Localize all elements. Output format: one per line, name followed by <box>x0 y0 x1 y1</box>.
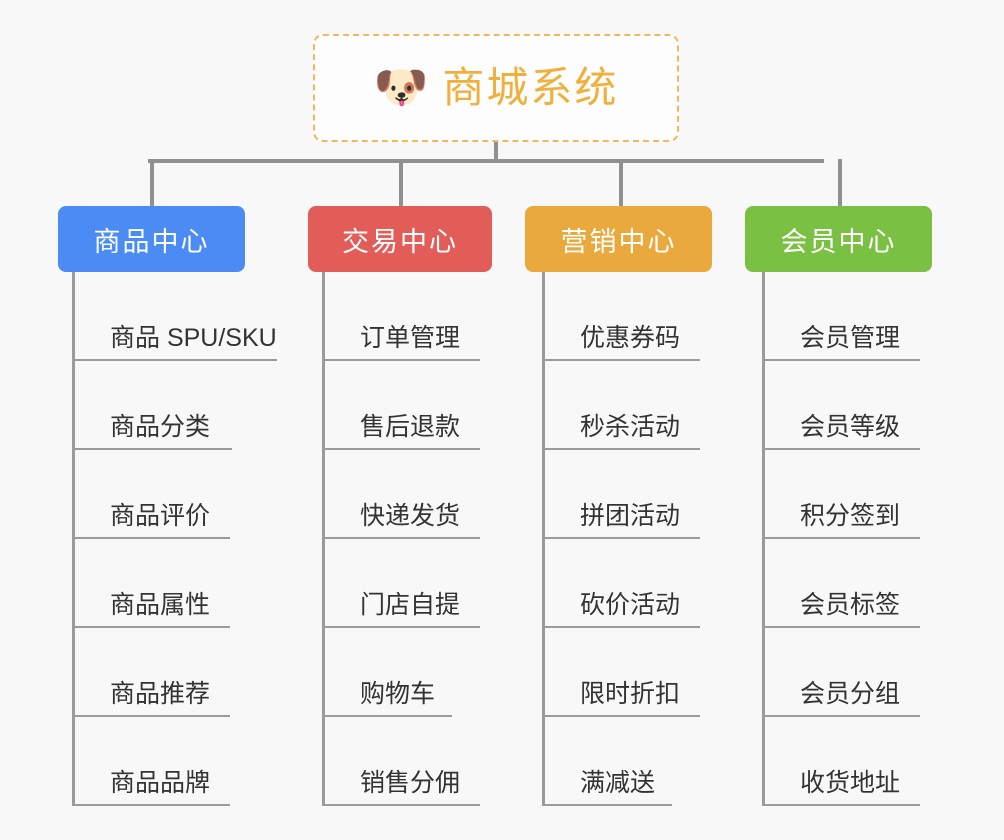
leaf-item[interactable]: 快递发货 <box>322 450 480 539</box>
leaf-item-label: 会员等级 <box>800 413 901 441</box>
category-title-product-center: 商品中心 <box>93 226 210 257</box>
leaf-item[interactable]: 商品分类 <box>72 361 232 450</box>
column-spine-marketing-center <box>542 272 545 806</box>
category-box-product-center[interactable]: 商品中心 <box>58 206 245 272</box>
leaf-item-label: 积分签到 <box>800 502 901 530</box>
shiba-dog-face-icon: 🐶 <box>373 63 429 112</box>
leaf-item[interactable]: 限时折扣 <box>542 628 700 717</box>
column-spine-trade-center <box>322 272 325 806</box>
root-node-mall-system[interactable]: 🐶 商城系统 <box>313 34 679 142</box>
leaf-item[interactable]: 商品推荐 <box>72 628 230 717</box>
leaf-item-label: 售后退款 <box>360 413 461 441</box>
leaf-item-label: 快递发货 <box>360 502 461 530</box>
column-spine-product-center <box>72 272 75 806</box>
leaf-item-label: 会员分组 <box>800 680 901 708</box>
category-title-trade-center: 交易中心 <box>342 226 458 257</box>
leaf-item-label: 会员标签 <box>800 591 901 619</box>
connector-drop-marketing-center <box>619 159 623 206</box>
column-spine-member-center <box>762 272 765 806</box>
leaf-item-label: 砍价活动 <box>580 591 681 619</box>
leaf-item-label: 商品评价 <box>110 502 211 530</box>
connector-drop-member-center <box>838 159 842 206</box>
leaf-item[interactable]: 订单管理 <box>322 272 480 361</box>
leaf-item[interactable]: 拼团活动 <box>542 450 700 539</box>
leaf-item[interactable]: 商品品牌 <box>72 717 230 806</box>
leaf-item-label: 商品属性 <box>110 591 211 619</box>
leaf-item-label: 秒杀活动 <box>580 413 681 441</box>
root-node-title: 商城系统 <box>442 64 619 111</box>
leaf-item[interactable]: 商品 SPU/SKU <box>72 272 277 361</box>
category-title-member-center: 会员中心 <box>780 226 897 257</box>
leaf-item[interactable]: 积分签到 <box>762 450 920 539</box>
leaf-item-label: 门店自提 <box>360 591 461 619</box>
leaf-item-label: 商品分类 <box>110 413 211 441</box>
leaf-item[interactable]: 门店自提 <box>322 539 480 628</box>
leaf-item[interactable]: 满减送 <box>542 717 672 806</box>
leaf-item-label: 收货地址 <box>800 769 901 797</box>
connector-drop-product-center <box>150 159 154 206</box>
leaf-item-label: 满减送 <box>580 769 656 797</box>
leaf-item[interactable]: 优惠券码 <box>542 272 700 361</box>
leaf-item-label: 订单管理 <box>360 324 461 352</box>
leaf-item-label: 商品 SPU/SKU <box>110 324 277 352</box>
connector-drop-trade-center <box>399 159 403 206</box>
leaf-item-label: 商品品牌 <box>110 769 211 797</box>
leaf-item[interactable]: 商品属性 <box>72 539 230 628</box>
leaf-item[interactable]: 收货地址 <box>762 717 920 806</box>
leaf-item-label: 会员管理 <box>800 324 901 352</box>
category-title-marketing-center: 营销中心 <box>560 226 677 257</box>
leaf-item-label: 优惠券码 <box>580 324 681 352</box>
leaf-item[interactable]: 售后退款 <box>322 361 480 450</box>
leaf-item[interactable]: 会员标签 <box>762 539 920 628</box>
leaf-item[interactable]: 购物车 <box>322 628 452 717</box>
leaf-item-label: 购物车 <box>360 680 436 708</box>
connector-root-stem <box>494 142 498 162</box>
connector-horizontal-bar <box>148 159 824 163</box>
leaf-item[interactable]: 砍价活动 <box>542 539 700 628</box>
leaf-item-label: 销售分佣 <box>360 769 461 797</box>
leaf-item-label: 限时折扣 <box>580 680 681 708</box>
leaf-item[interactable]: 会员等级 <box>762 361 920 450</box>
leaf-item[interactable]: 销售分佣 <box>322 717 480 806</box>
leaf-item[interactable]: 会员分组 <box>762 628 920 717</box>
category-box-trade-center[interactable]: 交易中心 <box>308 206 492 272</box>
leaf-item[interactable]: 商品评价 <box>72 450 230 539</box>
leaf-item[interactable]: 秒杀活动 <box>542 361 700 450</box>
leaf-item-label: 拼团活动 <box>580 502 681 530</box>
leaf-item-label: 商品推荐 <box>110 680 211 708</box>
leaf-item[interactable]: 会员管理 <box>762 272 920 361</box>
category-box-marketing-center[interactable]: 营销中心 <box>525 206 712 272</box>
category-box-member-center[interactable]: 会员中心 <box>745 206 932 272</box>
